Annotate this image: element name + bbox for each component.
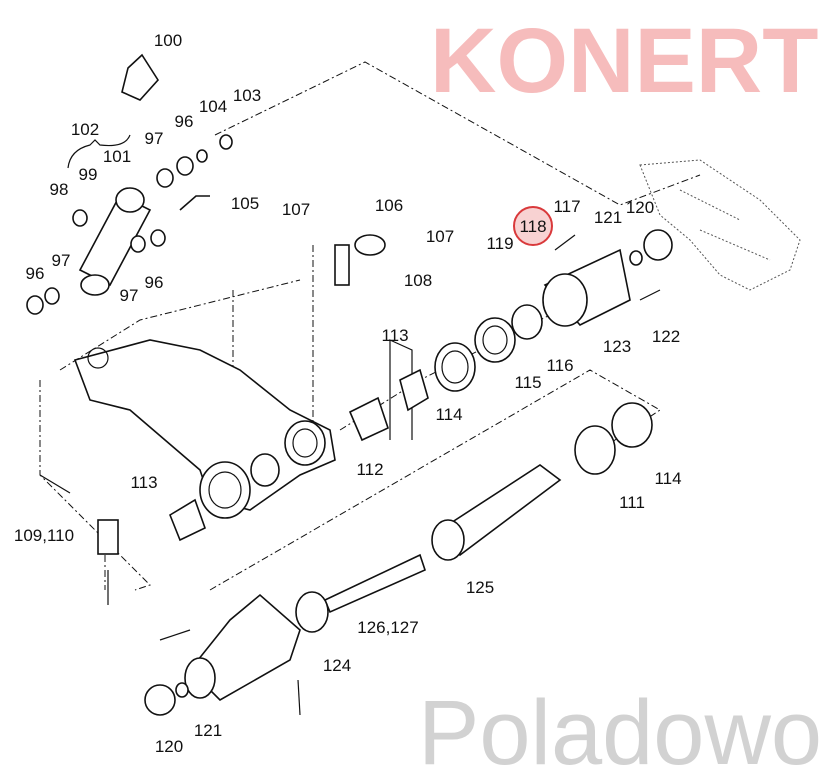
part-label: 116	[546, 356, 573, 375]
drive-shaft	[295, 464, 562, 633]
part-label: 114	[654, 469, 681, 488]
part-label: 97	[145, 129, 164, 148]
swing-arm	[73, 339, 336, 605]
part-label: 120	[155, 737, 183, 756]
part-label: 115	[514, 373, 541, 392]
part-label: 104	[199, 97, 227, 116]
part-label: 125	[466, 578, 494, 597]
part-label: 124	[323, 656, 351, 675]
part-label: 112	[356, 460, 383, 479]
washers-and-seals	[26, 134, 386, 315]
part-label: 121	[194, 721, 222, 740]
bracket-102	[67, 134, 131, 169]
part-label: 119	[486, 234, 513, 253]
part-label: 106	[375, 196, 403, 215]
assembly-lines	[39, 61, 701, 591]
part-label: 113	[130, 473, 157, 492]
part-label-highlighted: 118	[519, 217, 546, 236]
part-label: 123	[603, 337, 631, 356]
part-label: 103	[233, 86, 261, 105]
watermark-suffix: Poladowo	[418, 682, 822, 775]
part-label: 122	[652, 327, 680, 346]
watermark: KONERT Poladowo	[418, 10, 822, 775]
part-labels: 100 103 104 96 97 102 101 98 99 105 107 …	[14, 31, 682, 756]
part-label: 100	[154, 31, 182, 50]
part-label: 109,110	[14, 526, 74, 545]
part-label: 126,127	[357, 618, 418, 637]
housing	[542, 229, 673, 327]
part-label: 97	[120, 286, 139, 305]
part-label: 97	[52, 251, 71, 270]
part-label: 96	[175, 112, 194, 131]
part-label: 98	[50, 180, 69, 199]
hub-assembly	[144, 593, 301, 716]
part-label: 96	[26, 264, 45, 283]
frame-silhouette	[639, 159, 801, 291]
part-label: 111	[619, 493, 645, 512]
part-label: 102	[71, 120, 99, 139]
part-label: 101	[103, 147, 131, 166]
part-label: 117	[553, 197, 580, 216]
part-label: 96	[145, 273, 164, 292]
part-label: 114	[435, 405, 462, 424]
part-label: 107	[282, 200, 310, 219]
bearings	[169, 304, 653, 542]
part-label: 108	[404, 271, 432, 290]
part-label: 107	[426, 227, 454, 246]
part-label: 99	[79, 165, 98, 184]
watermark-brand: KONERT	[430, 10, 818, 112]
part-label: 121	[594, 208, 622, 227]
part-label: 105	[231, 194, 259, 213]
highlight-circle	[513, 206, 553, 246]
part-label: 113	[381, 326, 408, 345]
shock-absorber	[78, 53, 160, 296]
part-label: 120	[626, 198, 654, 217]
